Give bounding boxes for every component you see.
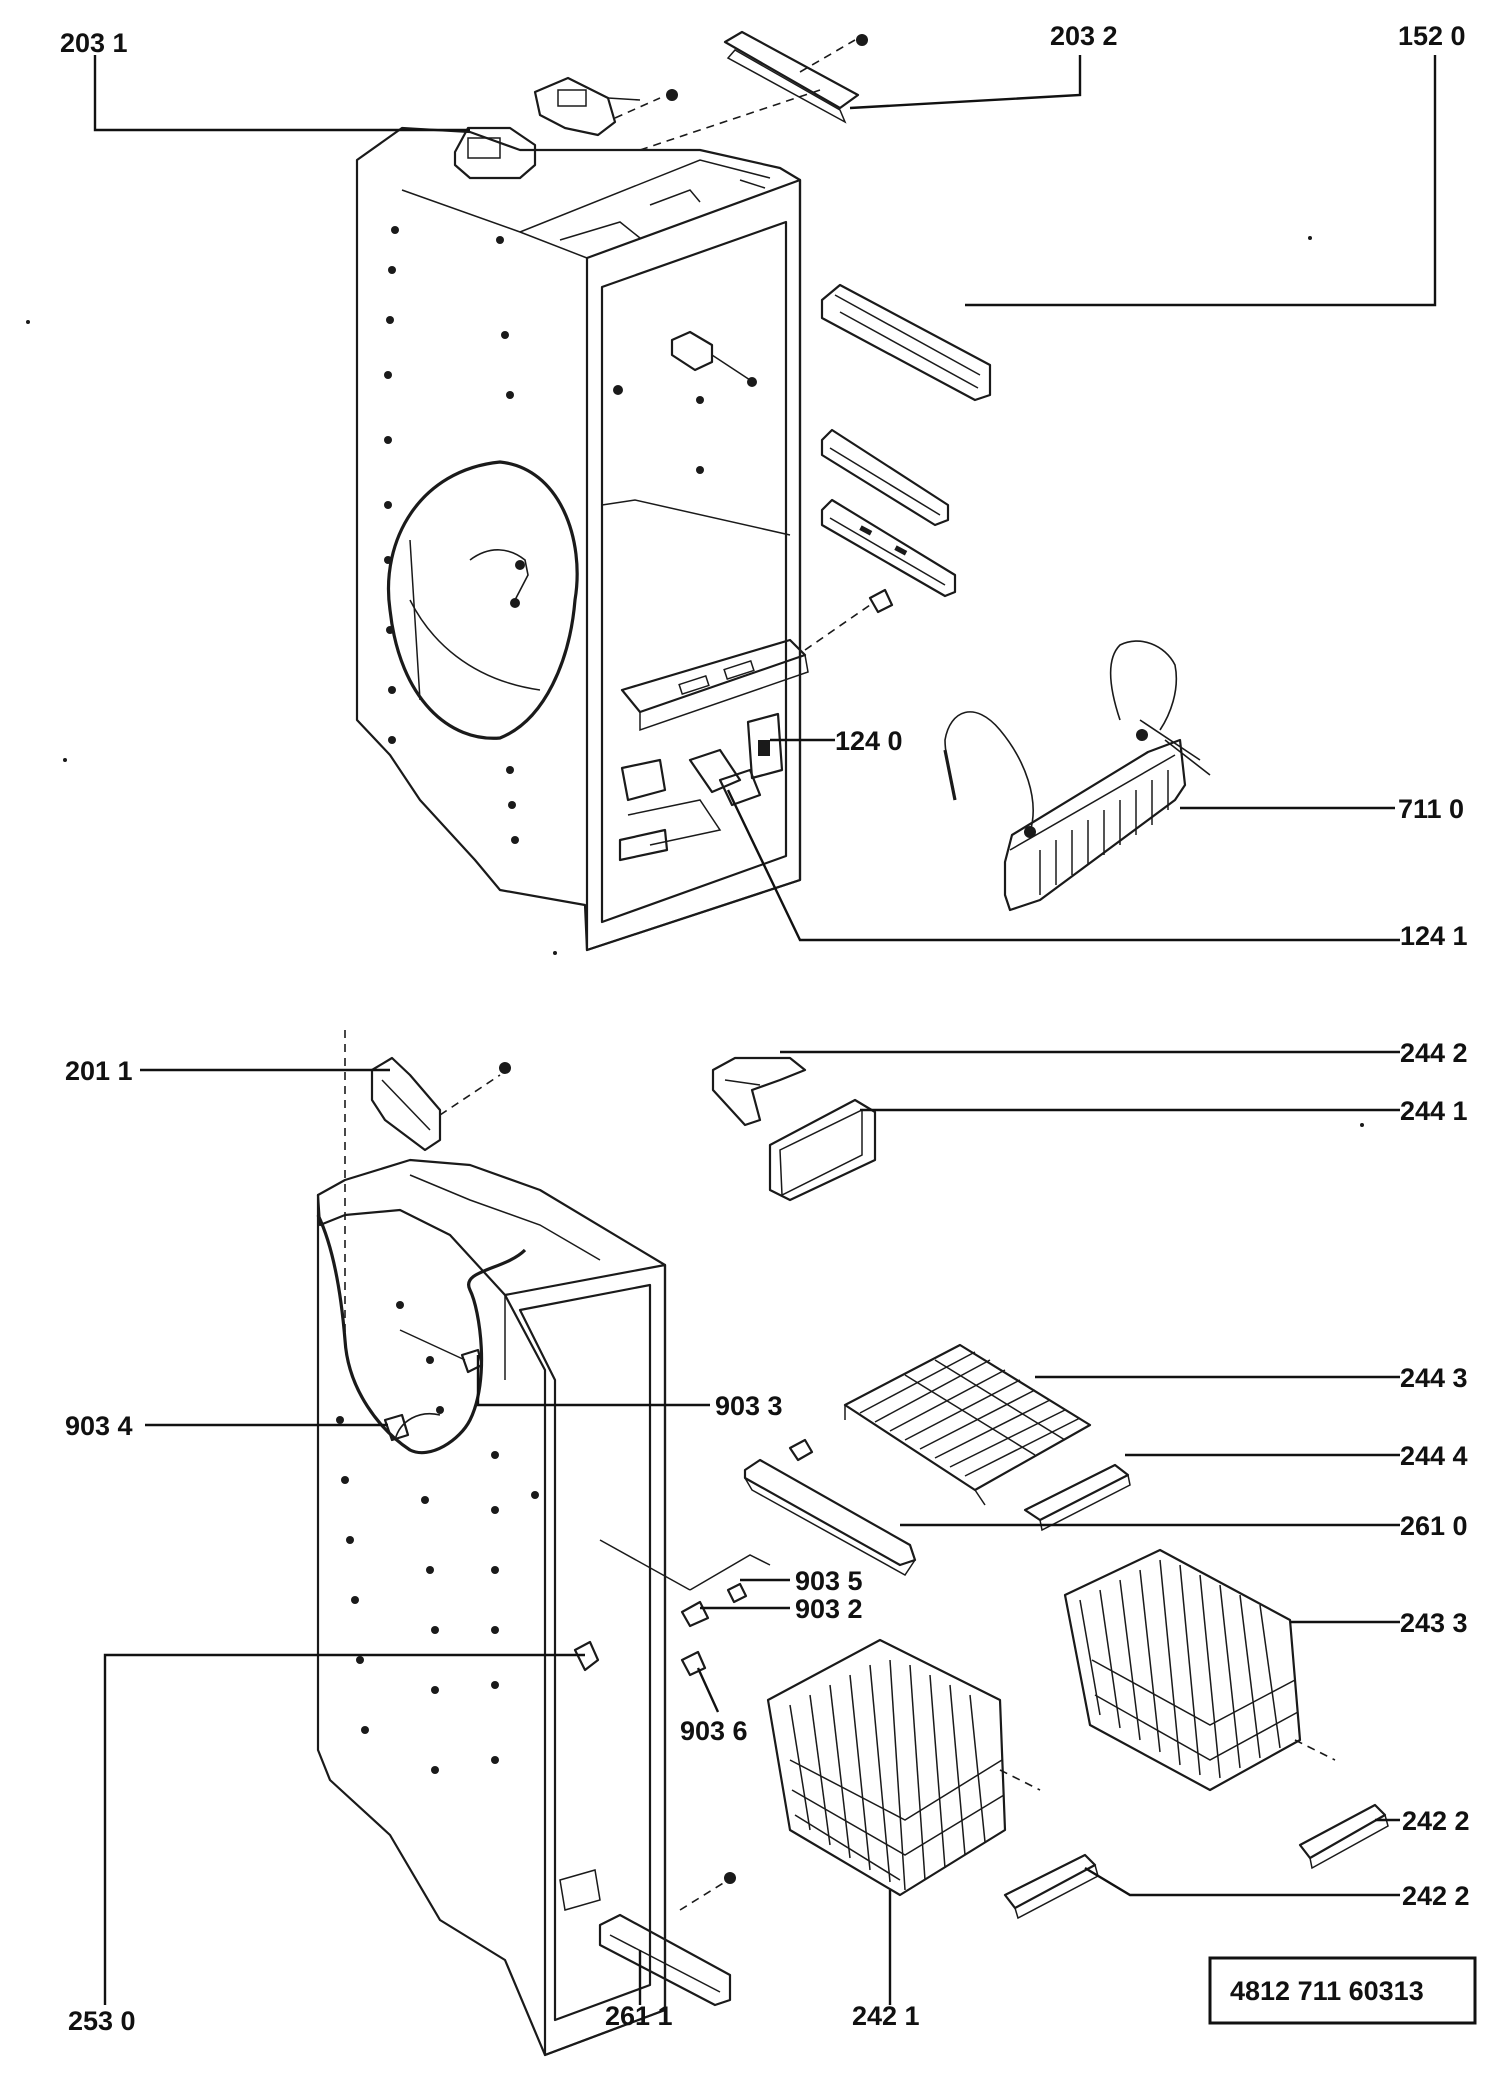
label-244-4: 244 4 [1400,1441,1468,1471]
part-labels: 203 1 203 2 152 0 124 0 711 0 124 1 201 … [60,21,1470,2036]
document-number: 4812 711 60313 [1230,1976,1424,2006]
part-203-1-bracket [453,76,678,180]
part-203-2-rail [639,30,868,151]
label-152-0: 152 0 [1398,21,1466,51]
upper-cabinet [355,126,894,952]
label-201-1: 201 1 [65,1056,133,1086]
part-242-2-bar-right [1298,1803,1389,1870]
label-903-5: 903 5 [795,1566,863,1596]
part-261-0-rail [743,1438,917,1576]
label-244-3: 244 3 [1400,1363,1468,1393]
label-261-0: 261 0 [1400,1511,1468,1541]
part-244-3-wire-shelf [843,1343,1092,1506]
part-242-2-bar-lower [1003,1853,1099,1920]
label-242-2-right: 242 2 [1402,1806,1470,1836]
label-253-0: 253 0 [68,2006,136,2036]
label-903-6: 903 6 [680,1716,748,1746]
leader-lines [93,55,1437,2005]
screws-903 [599,1539,771,1677]
label-903-3: 903 3 [715,1391,783,1421]
label-711-0: 711 0 [1398,794,1464,824]
label-903-4: 903 4 [65,1411,133,1441]
label-244-1: 244 1 [1400,1096,1468,1126]
label-903-2: 903 2 [795,1594,863,1624]
lower-cabinet [316,1030,736,2057]
side-brackets [820,428,957,598]
document-number-box: 4812 711 60313 [1208,1956,1477,2025]
label-261-1: 261 1 [605,2001,673,2031]
part-244-4-bar [1023,1463,1131,1532]
label-242-2-lower: 242 2 [1402,1881,1470,1911]
label-242-1: 242 1 [852,2001,920,2031]
part-243-3-basket [1063,1548,1336,1792]
label-203-1: 203 1 [60,28,128,58]
scan-specks [26,236,1364,1127]
part-201-1-bracket [370,1056,511,1152]
label-203-2: 203 2 [1050,21,1118,51]
part-244-2-clip [711,1056,807,1127]
part-711-0-heater [943,640,1211,912]
part-244-1-tray [768,1098,877,1202]
part-152-0-bracket [820,283,992,402]
label-124-0: 124 0 [835,726,903,756]
label-244-2: 244 2 [1400,1038,1468,1068]
part-242-1-basket [766,1638,1041,1897]
label-243-3: 243 3 [1400,1608,1468,1638]
label-124-1: 124 1 [1400,921,1468,951]
